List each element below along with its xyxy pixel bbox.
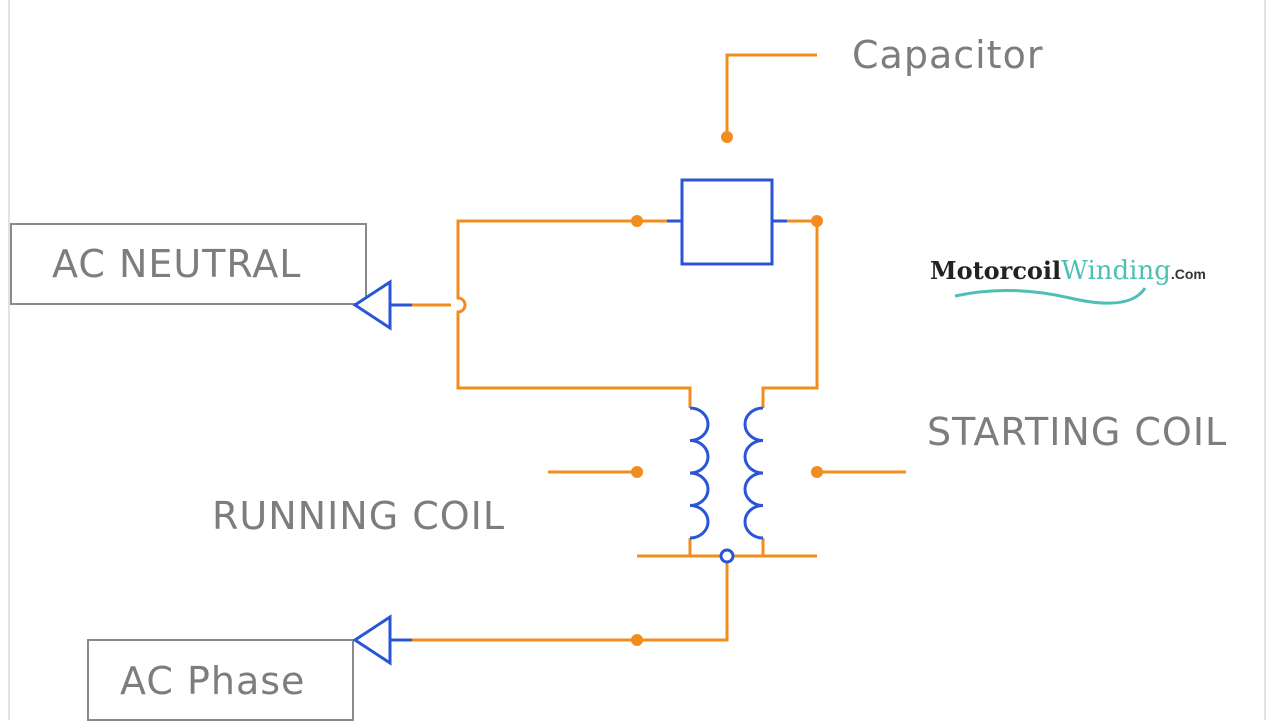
logo-text-2: Winding bbox=[1061, 256, 1171, 286]
starting-coil-dot bbox=[811, 466, 823, 478]
junction-dot bbox=[811, 215, 823, 227]
capacitor-symbol bbox=[680, 178, 774, 266]
logo-text-1: Motorcoil bbox=[930, 256, 1062, 285]
top-right-wire bbox=[761, 219, 819, 408]
left-border bbox=[8, 0, 10, 720]
ac-neutral-box bbox=[10, 223, 367, 305]
running-coil-symbol bbox=[689, 406, 710, 540]
ac-neutral-label: AC NEUTRAL bbox=[52, 242, 302, 286]
phase-wire bbox=[412, 562, 729, 642]
logo-swoosh bbox=[954, 287, 1147, 305]
ac-phase-label: AC Phase bbox=[120, 659, 306, 703]
phase-terminal-arrow bbox=[352, 614, 412, 666]
capacitor-label-wire bbox=[725, 53, 817, 137]
capacitor-dot bbox=[721, 131, 733, 143]
top-left-wire bbox=[456, 219, 692, 408]
neutral-terminal-arrow bbox=[352, 279, 412, 331]
running-coil-label: RUNNING COIL bbox=[212, 494, 506, 538]
starting-coil-symbol bbox=[743, 406, 764, 540]
starting-coil-label: STARTING COIL bbox=[927, 410, 1228, 454]
phase-dot bbox=[631, 634, 643, 646]
running-coil-dot bbox=[631, 466, 643, 478]
junction-dot bbox=[631, 215, 643, 227]
right-border bbox=[1264, 0, 1266, 720]
motorcoilwinding-logo: MotorcoilWinding.Com bbox=[930, 256, 1206, 305]
common-node bbox=[719, 548, 735, 564]
capacitor-label: Capacitor bbox=[852, 33, 1044, 77]
logo-text-3: .Com bbox=[1170, 266, 1206, 282]
